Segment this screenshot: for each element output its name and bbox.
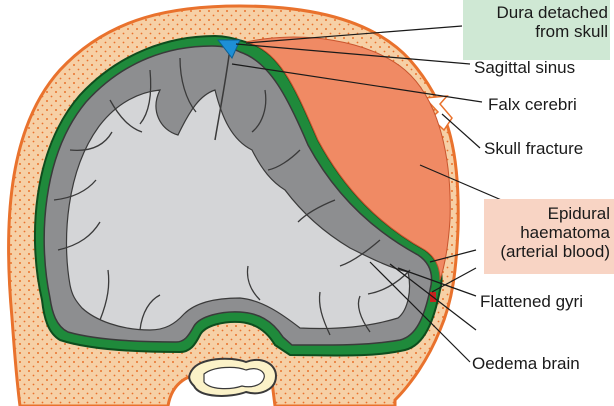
label-sagittal-sinus: Sagittal sinus bbox=[474, 58, 575, 77]
label-dura-detached-line2: from skull bbox=[468, 22, 608, 41]
label-dura-detached-line1: Dura detached bbox=[468, 3, 608, 22]
label-flattened-gyri: Flattened gyri bbox=[480, 292, 583, 311]
label-epidural-line1: Epidural bbox=[484, 204, 610, 223]
label-epidural-line2: haematoma bbox=[484, 223, 610, 242]
label-epidural-haematoma: Epidural haematoma (arterial blood) bbox=[484, 204, 610, 261]
label-falx-cerebri: Falx cerebri bbox=[488, 95, 577, 114]
label-skull-fracture: Skull fracture bbox=[484, 139, 583, 158]
label-dura-detached: Dura detached from skull bbox=[468, 3, 608, 41]
label-epidural-line3: (arterial blood) bbox=[484, 242, 610, 261]
label-oedema-brain: Oedema brain bbox=[472, 354, 580, 373]
